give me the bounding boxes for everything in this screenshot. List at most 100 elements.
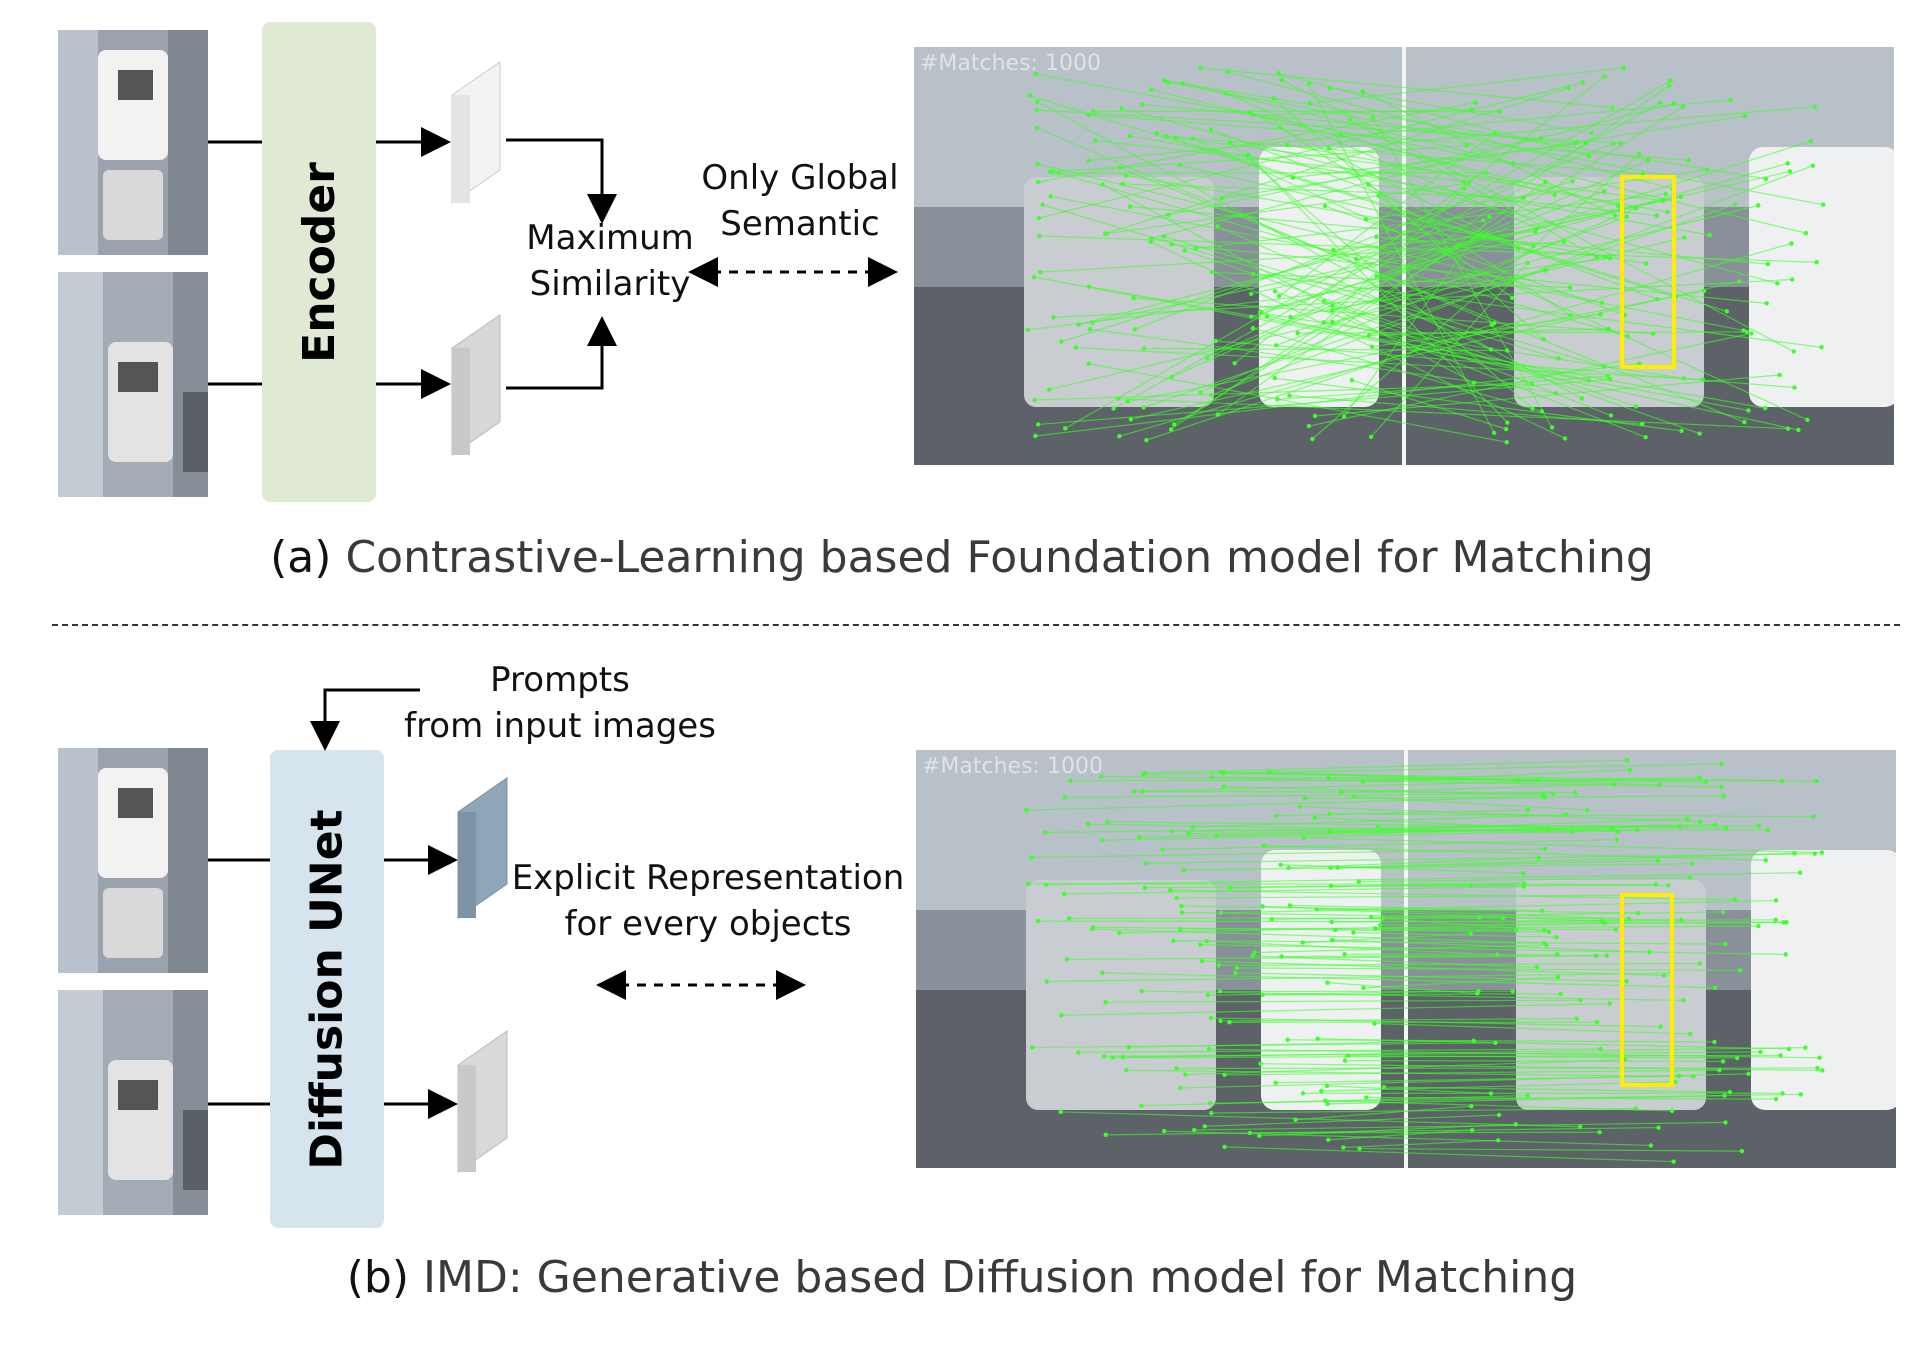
match-line — [1112, 1054, 1781, 1059]
keypoint — [1285, 1037, 1290, 1042]
keypoint — [1613, 927, 1618, 932]
keypoint — [1310, 436, 1315, 442]
keypoint — [1117, 930, 1122, 936]
keypoint — [1650, 331, 1656, 336]
keypoint — [1221, 771, 1226, 776]
keypoint — [1319, 1088, 1324, 1094]
match-line — [1066, 955, 1597, 960]
keypoint — [1533, 229, 1538, 234]
keypoint — [1510, 989, 1515, 994]
keypoint — [1469, 107, 1474, 112]
keypoint — [1553, 390, 1559, 396]
keypoint — [1673, 1079, 1678, 1085]
keypoint — [1174, 1066, 1179, 1071]
match-line — [1102, 829, 1638, 841]
keypoint — [1168, 427, 1174, 432]
keypoint — [1594, 1019, 1600, 1025]
match-line — [1119, 167, 1745, 423]
keypoint — [1360, 89, 1366, 94]
match-line — [1093, 926, 1549, 933]
arrow — [506, 138, 617, 224]
keypoint — [1222, 1144, 1227, 1150]
keypoint — [1034, 125, 1040, 131]
keypoint — [1361, 985, 1366, 991]
keypoint — [1351, 794, 1357, 799]
keypoint — [1228, 885, 1233, 891]
match-line — [1223, 772, 1817, 782]
keypoint — [1177, 163, 1183, 168]
keypoint — [1819, 850, 1825, 855]
match-line — [1181, 912, 1682, 921]
keypoint — [1624, 214, 1630, 219]
keypoint — [1797, 870, 1803, 875]
feature-map-bottom-1 — [457, 777, 508, 919]
keypoint — [1376, 193, 1381, 199]
keypoint — [1213, 338, 1219, 344]
keypoint — [1221, 784, 1227, 789]
match-line — [1236, 967, 1741, 971]
match-line — [1227, 71, 1674, 190]
match-line — [1252, 327, 1543, 413]
match-line — [1220, 899, 1777, 914]
match-line — [1253, 108, 1472, 116]
match-line — [1088, 286, 1766, 409]
keypoint — [1717, 1068, 1722, 1073]
keypoint — [1792, 851, 1797, 856]
match-line — [1328, 1129, 1473, 1141]
caption-a: (a) Contrastive-Learning based Foundatio… — [0, 532, 1924, 583]
keypoint — [1140, 788, 1145, 794]
match-line — [1329, 813, 1814, 818]
match-line — [1274, 377, 1682, 432]
keypoint — [1199, 958, 1205, 964]
keypoint — [1686, 158, 1691, 163]
keypoint — [1086, 158, 1092, 163]
keypoint — [1128, 417, 1134, 422]
keypoint — [1273, 1080, 1278, 1086]
match-line — [1162, 838, 1617, 851]
keypoint — [1210, 270, 1215, 275]
keypoint — [1034, 107, 1039, 113]
keypoint — [1819, 345, 1824, 350]
keypoint — [1814, 260, 1819, 265]
keypoint — [1570, 178, 1575, 184]
keypoint — [1536, 855, 1541, 861]
keypoint — [1477, 915, 1482, 920]
input-image-top-1 — [58, 30, 208, 255]
match-line — [1134, 142, 1614, 330]
encoder-label: Encoder — [293, 161, 345, 363]
keypoint — [1215, 412, 1220, 417]
match-line — [1269, 771, 1519, 781]
match-line — [1035, 73, 1514, 165]
keypoint — [1250, 271, 1256, 277]
keypoint — [1274, 813, 1279, 818]
keypoint — [1073, 345, 1079, 350]
match-line — [1064, 792, 1554, 798]
keypoint — [1342, 1058, 1348, 1063]
keypoint — [1698, 819, 1703, 824]
keypoint — [1370, 115, 1375, 120]
keypoint — [1530, 406, 1535, 411]
keypoint — [1131, 295, 1136, 301]
match-line — [1328, 106, 1815, 150]
keypoint — [1306, 423, 1312, 429]
keypoint — [1643, 434, 1648, 440]
keypoint — [1624, 758, 1630, 763]
street-scene-image — [58, 990, 208, 1215]
keypoint — [1597, 1130, 1602, 1135]
keypoint — [1614, 837, 1619, 842]
keypoint — [1707, 232, 1712, 238]
keypoint — [1602, 921, 1607, 926]
keypoint — [1678, 194, 1684, 199]
keypoint — [1648, 1143, 1654, 1148]
feature-map-top-1 — [451, 61, 501, 204]
keypoint — [1043, 882, 1049, 887]
match-line — [1144, 884, 1472, 889]
keypoint — [1234, 965, 1240, 971]
keypoint — [1798, 1092, 1804, 1097]
match-lines-bottom — [916, 750, 1896, 1168]
match-line — [1052, 171, 1628, 337]
match-count-overlay: #Matches: 1000 — [920, 51, 1101, 76]
match-line — [1332, 321, 1589, 381]
match-line — [1362, 91, 1616, 217]
match-line — [1275, 1075, 1679, 1084]
